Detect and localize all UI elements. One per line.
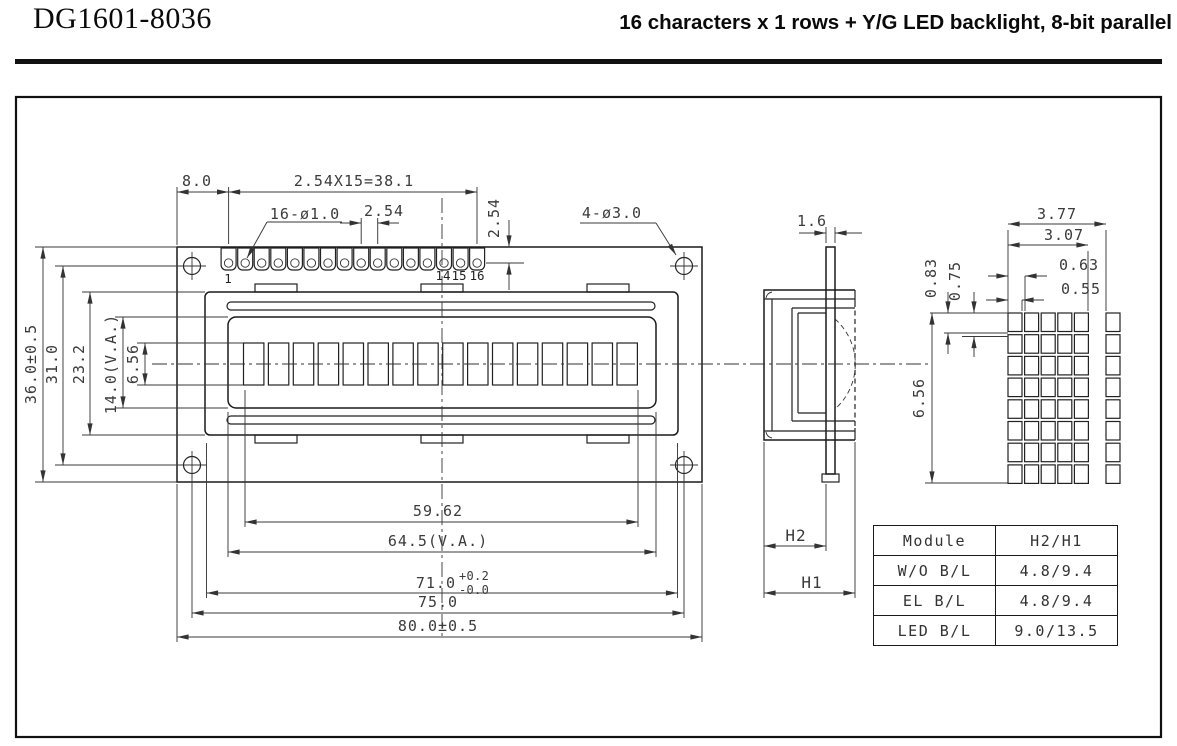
table-cell: 9.0/13.5	[995, 615, 1118, 646]
module-side-outline	[763, 289, 855, 441]
pin-label-16: 16	[469, 268, 484, 283]
dim-char-pitch: 3.77	[1037, 205, 1077, 223]
pcb-outline	[176, 246, 703, 483]
dim-bezel-width: 71.0	[416, 574, 456, 592]
dim-h1: H1	[801, 573, 822, 592]
model-number: DG1601-8036	[33, 2, 212, 35]
dim-hole-span-h: 75.0	[418, 593, 458, 611]
header-rule	[15, 59, 1162, 64]
dim-hole-span-v: 31.0	[43, 344, 61, 384]
dim-bezel-height: 23.2	[70, 344, 88, 384]
dim-char-row-width: 59.62	[413, 502, 463, 520]
bezel-slot	[226, 301, 656, 311]
dim-va-height: 14.0(V.A.)	[102, 314, 120, 414]
table-row: LED B/L 9.0/13.5	[873, 615, 1118, 646]
dim-height-total: 36.0±0.5	[22, 324, 40, 404]
dim-pcb-thickness: 1.6	[797, 212, 827, 230]
dim-bezel-width-tol-minus: -0.0	[459, 583, 489, 597]
dim-pin-pitch: 2.54	[364, 202, 404, 220]
dim-dot-pitch-x: 0.63	[1059, 256, 1099, 274]
bezel-outline	[204, 291, 679, 436]
pin-header	[220, 247, 486, 271]
pin-label-14: 14	[435, 268, 450, 283]
table-cell: W/O B/L	[873, 555, 996, 586]
drawing-border	[14, 95, 1163, 739]
table-row: W/O B/L 4.8/9.4	[873, 555, 1118, 586]
dim-mount-hole: 4-ø3.0	[582, 204, 642, 222]
table-cell: 4.8/9.4	[995, 555, 1118, 586]
dim-dot-pitch-y: 0.83	[922, 258, 940, 298]
dim-pin-hole: 16-ø1.0	[270, 205, 340, 223]
table-cell: EL B/L	[873, 585, 996, 616]
dim-width-total: 80.0±0.5	[398, 617, 478, 635]
dim-detail-char-height: 6.56	[910, 378, 928, 418]
table-header-module: Module	[873, 525, 996, 556]
mounting-holes	[178, 252, 698, 479]
led-lens-arc	[834, 318, 856, 410]
table-cell: 4.8/9.4	[995, 585, 1118, 616]
pin-label-1: 1	[224, 271, 232, 286]
module-description: 16 characters x 1 rows + Y/G LED backlig…	[619, 11, 1172, 34]
dim-bezel-width-tol-plus: +0.2	[459, 569, 489, 583]
backlight-height-table: Module H2/H1 W/O B/L 4.8/9.4 EL B/L 4.8/…	[873, 525, 1118, 646]
dim-pin-offset: 8.0	[182, 172, 212, 190]
dim-pin-row-offset: 2.54	[485, 198, 503, 238]
dim-dot-width: 0.55	[1061, 280, 1101, 298]
table-row: EL B/L 4.8/9.4	[873, 585, 1118, 616]
character-detail-view: 3.77 3.07 0.63 0.55 0.83 0.75 6.56	[910, 205, 1121, 484]
pcb-side-notch	[821, 473, 840, 483]
bezel-slot-bottom	[226, 415, 656, 425]
dot-matrix	[1007, 312, 1121, 484]
dim-h2: H2	[785, 526, 806, 545]
dim-char-height: 6.56	[124, 344, 142, 384]
front-view-dimensions: 8.0 2.54X15=38.1 16-ø1.0 2.54 2.54 4-ø3.…	[22, 172, 703, 642]
table-header-h2h1: H2/H1	[995, 525, 1118, 556]
dim-va-width: 64.5(V.A.)	[388, 532, 488, 550]
side-view-dimensions: 1.6 H2 H1	[763, 212, 862, 598]
dim-pin-pitch-total: 2.54X15=38.1	[294, 172, 414, 190]
pin-label-15: 15	[451, 268, 466, 283]
dim-dot-height: 0.75	[946, 261, 964, 301]
side-view	[763, 246, 856, 483]
dim-char-width: 3.07	[1044, 226, 1084, 244]
table-cell: LED B/L	[873, 615, 996, 646]
